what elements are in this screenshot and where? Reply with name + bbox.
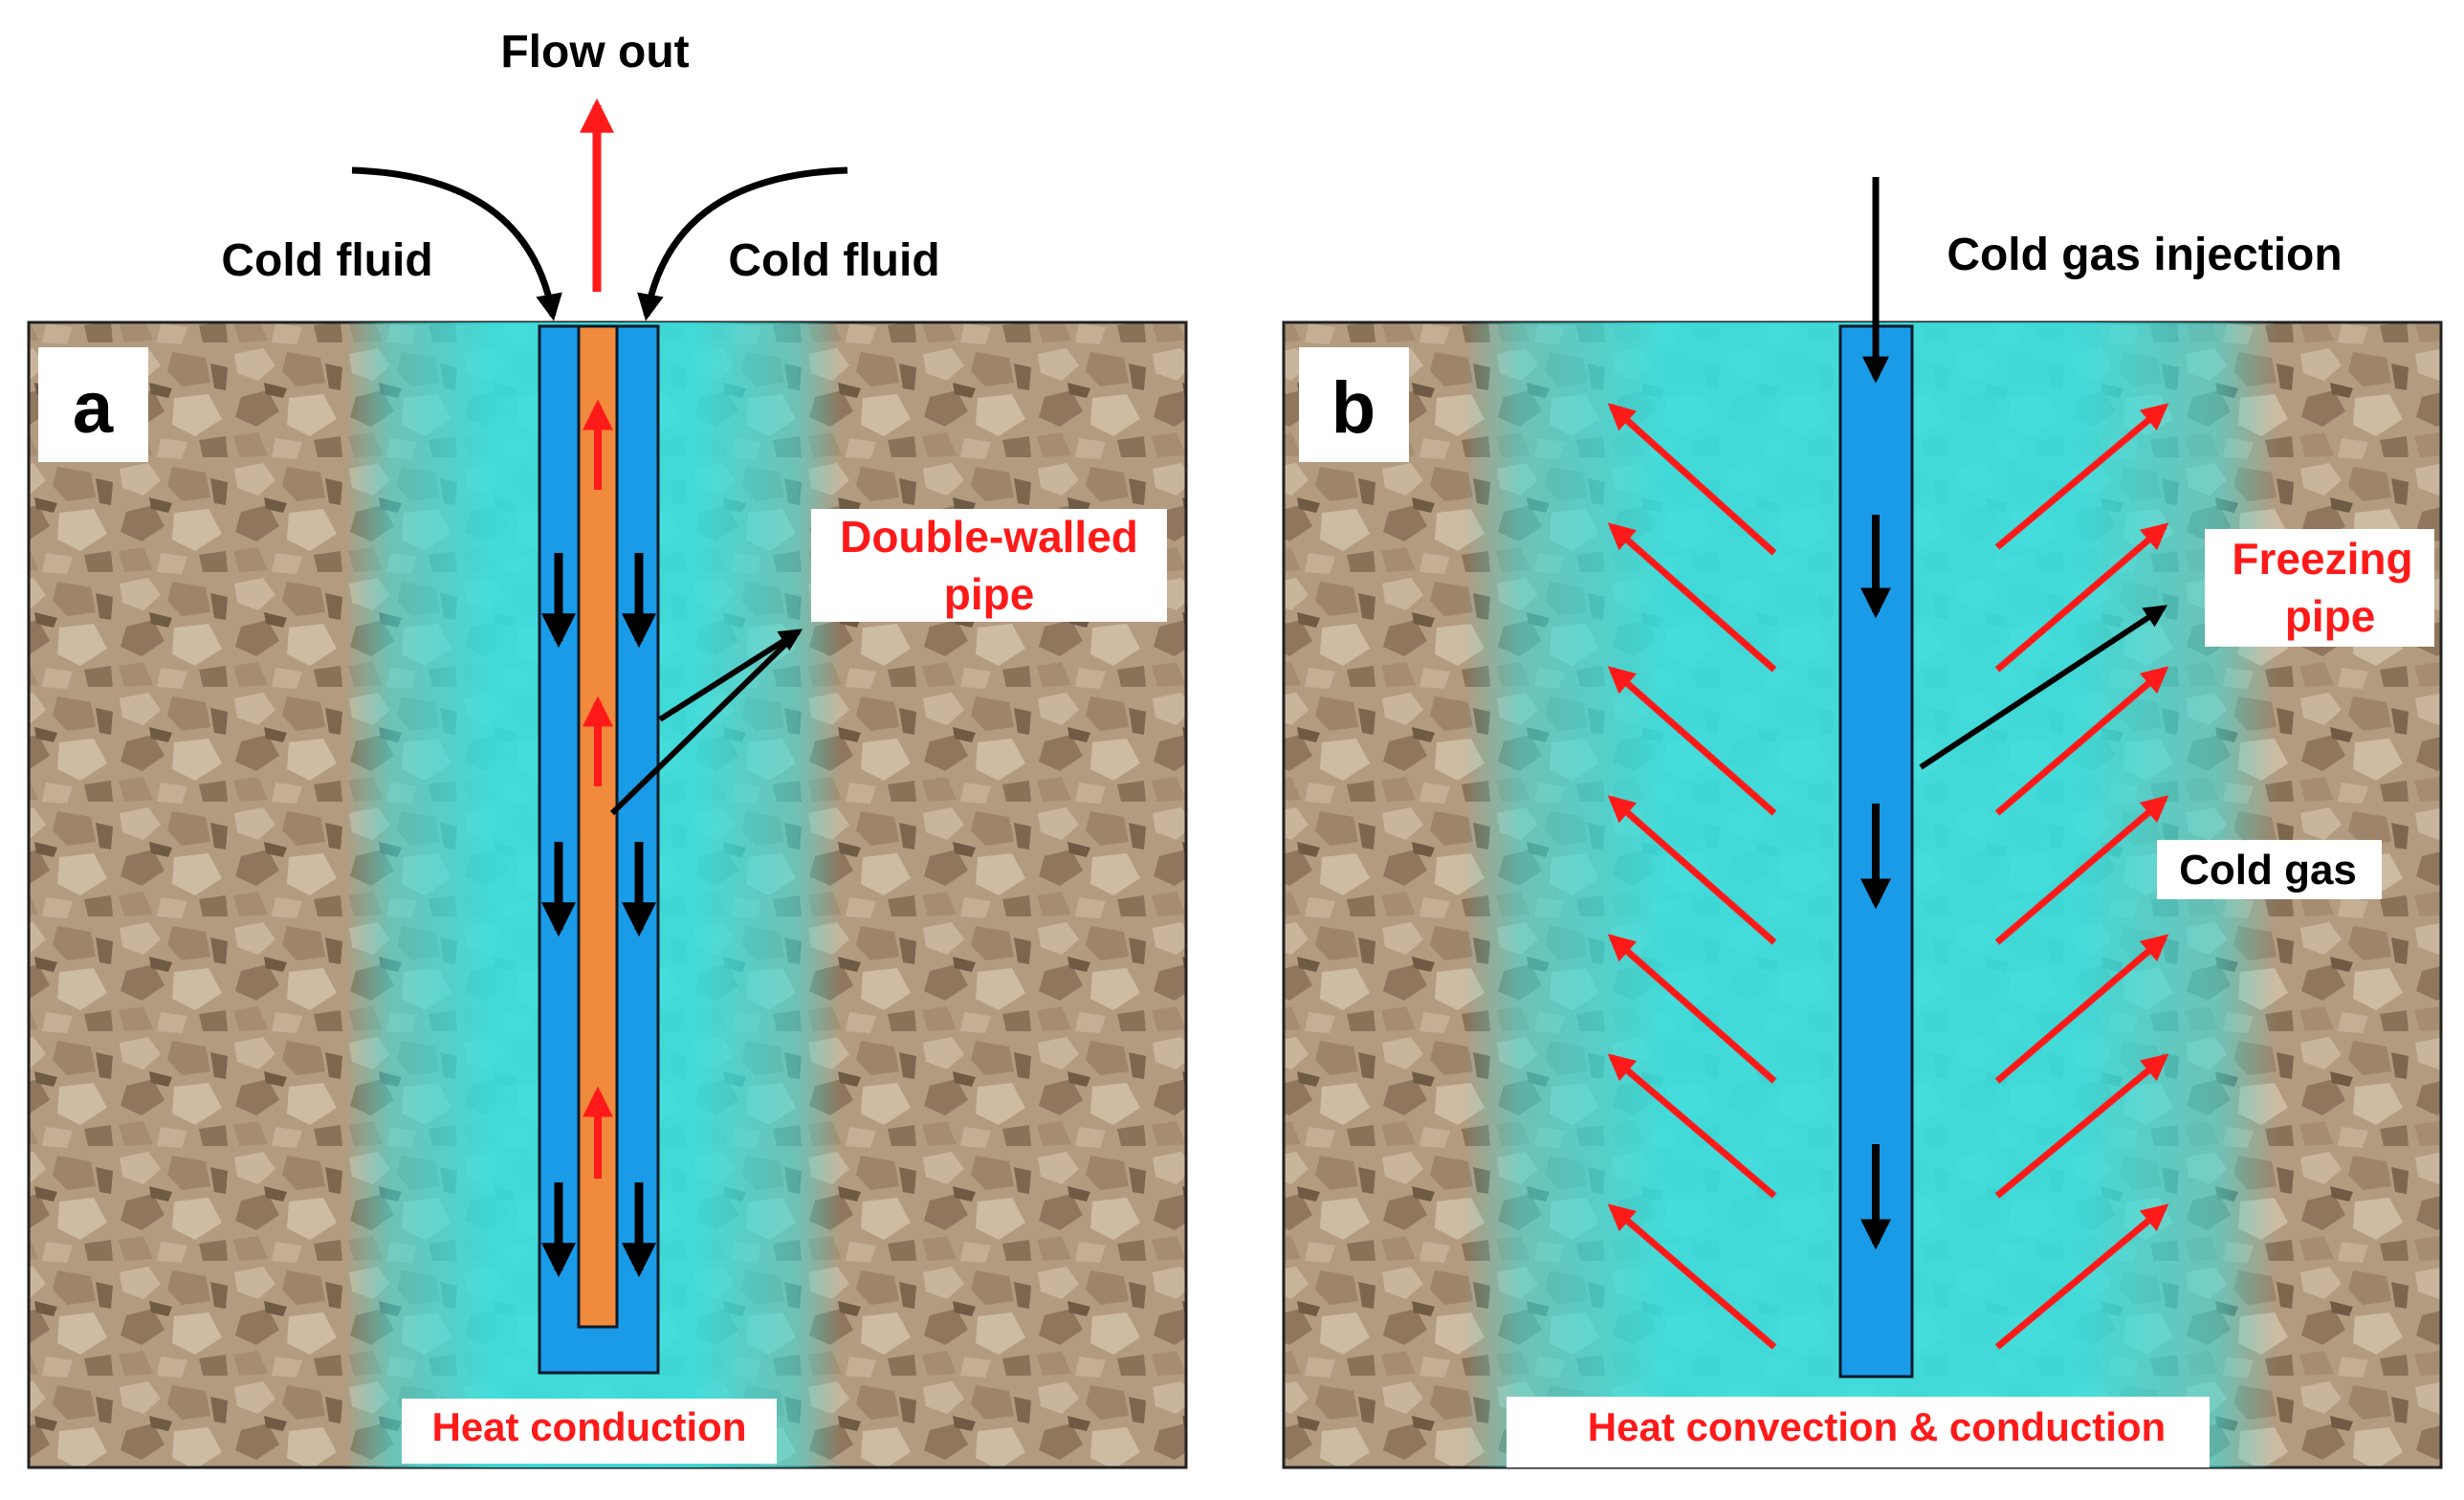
heat-conduction-label: Heat conduction xyxy=(431,1404,746,1449)
pipe-label-b-line2: pipe xyxy=(2285,591,2376,641)
heat-convection-conduction-label: Heat convection & conduction xyxy=(1588,1404,2166,1449)
heat-arrow xyxy=(1607,1203,1777,1350)
cold-gas-injection-label: Cold gas injection xyxy=(1947,230,2342,280)
panel-a: a Flow out Cold fluid Cold fluid Double-… xyxy=(27,27,1188,1469)
heat-arrow xyxy=(1994,1203,2169,1350)
flow-out-label: Flow out xyxy=(500,27,689,77)
heat-arrow xyxy=(1607,403,1777,556)
heat-arrow xyxy=(1994,522,2169,673)
cold-fluid-left-label: Cold fluid xyxy=(221,235,432,286)
heat-arrow xyxy=(1994,666,2169,816)
panel-letter-a: a xyxy=(73,367,114,449)
pipe-label-b-line1: Freezing xyxy=(2232,534,2412,584)
panel-letter-b: b xyxy=(1331,367,1375,449)
panel-letter-box-a xyxy=(38,347,148,462)
down-flow-arrows-a xyxy=(541,553,656,1278)
cold-gas-label-box xyxy=(2157,840,2382,899)
pipe-label-box-a xyxy=(811,509,1167,622)
cold-fluid-left-arrow xyxy=(351,166,562,321)
pipe-label-a-line1: Double-walled xyxy=(840,512,1138,562)
bottom-label-box-b xyxy=(1507,1397,2210,1467)
heat-arrow xyxy=(1607,666,1777,816)
cold-fluid-right-label: Cold fluid xyxy=(728,235,939,286)
freezing-pipe-pointer xyxy=(1919,605,2168,770)
pipe-label-box-b xyxy=(2205,529,2434,647)
heat-arrow xyxy=(1994,1053,2169,1199)
pipe-pointer-outer xyxy=(658,629,803,722)
heat-arrow xyxy=(1607,1053,1777,1199)
bottom-label-box-a xyxy=(402,1399,777,1464)
heat-arrow xyxy=(1994,795,2169,945)
cold-fluid-right-arrow xyxy=(637,166,848,321)
heat-arrow xyxy=(1607,934,1777,1084)
heat-arrows-left xyxy=(1607,403,1777,1350)
heat-arrow xyxy=(1994,934,2169,1084)
pipe-label-a-line2: pipe xyxy=(944,569,1035,619)
cold-gas-label: Cold gas xyxy=(2179,847,2357,893)
heat-arrows-right xyxy=(1994,403,2169,1350)
pipe-pointer-inner xyxy=(609,629,802,816)
heat-arrow xyxy=(1607,795,1777,945)
heat-arrow xyxy=(1607,522,1777,673)
heat-arrow xyxy=(1994,403,2169,550)
panel-letter-box-b xyxy=(1299,347,1409,462)
panel-b: b Cold gas injection xyxy=(1282,177,2443,1469)
